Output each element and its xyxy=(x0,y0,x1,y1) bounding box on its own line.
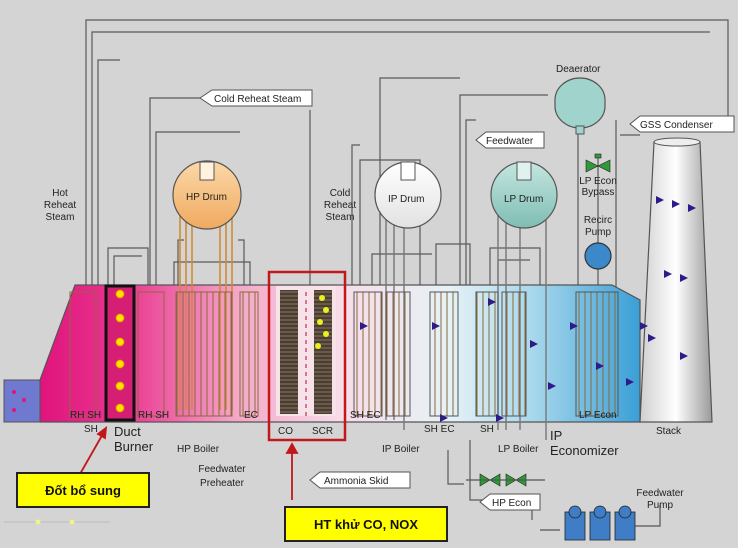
lp-boiler-label: LP Boiler xyxy=(498,444,539,455)
lp-drum xyxy=(490,161,558,229)
sh-ec-mid-label: SH EC xyxy=(350,410,381,421)
hp-drum xyxy=(172,160,242,230)
rh-sh-coil-mid xyxy=(137,291,165,417)
svg-text:Burner: Burner xyxy=(114,439,154,454)
svg-text:Feedwater: Feedwater xyxy=(636,488,684,499)
hp-drum-label: HP Drum xyxy=(186,192,227,203)
sh-coil-right xyxy=(475,291,499,417)
ammonia-skid-tag: Ammonia Skid xyxy=(309,471,411,489)
svg-text:Preheater: Preheater xyxy=(200,478,245,489)
pump-piping xyxy=(540,505,661,531)
burner-flames xyxy=(115,289,125,413)
duct-burner xyxy=(104,284,136,422)
coil-banks xyxy=(69,291,619,417)
svg-text:Ammonia Skid: Ammonia Skid xyxy=(324,476,388,487)
svg-text:Feedwater: Feedwater xyxy=(198,464,246,475)
sh-ec-right-label: SH EC xyxy=(424,424,455,435)
callout-arrows xyxy=(79,426,299,500)
svg-text:Pump: Pump xyxy=(585,227,612,238)
hp-econ-tag: HP Econ xyxy=(479,493,541,511)
ip-boiler-coil xyxy=(385,291,411,417)
lp-econ-bypass-label: LP Econ Bypass xyxy=(579,176,617,198)
gss-condenser-tag: GSS Condenser xyxy=(629,115,735,133)
duct-burner-label: Duct Burner xyxy=(114,424,154,454)
feedwater-pump-label: Feedwater Pump xyxy=(636,488,684,511)
cold-reheat-steam-tag: Cold Reheat Steam xyxy=(199,89,313,107)
hp-boiler-coil xyxy=(175,291,233,417)
svg-text:Cold: Cold xyxy=(330,188,351,199)
gas-inlet xyxy=(3,379,41,423)
co-scr-highlight-box xyxy=(267,270,347,442)
stack-label: Stack xyxy=(656,426,682,437)
feedwater-tag: Feedwater xyxy=(475,131,545,149)
svg-text:Reheat: Reheat xyxy=(324,200,356,211)
svg-text:Pump: Pump xyxy=(647,500,674,511)
rh-sh-left-label: RH SH xyxy=(70,410,101,421)
scr-catalyst xyxy=(314,290,332,414)
sh-left-label: SH xyxy=(84,424,98,435)
hot-reheat-steam-label: Hot Reheat Steam xyxy=(44,188,76,223)
feedwater-preheater-label: Feedwater Preheater xyxy=(198,464,246,489)
co-label: CO xyxy=(278,426,293,437)
scr-label: SCR xyxy=(312,426,333,437)
ip-drum-label: IP Drum xyxy=(388,194,425,205)
ip-drum xyxy=(374,161,442,229)
ip-economizer-label: IP Economizer xyxy=(550,428,619,458)
svg-text:Feedwater: Feedwater xyxy=(486,136,534,147)
sh-ec-coil-mid xyxy=(353,291,383,417)
feedwater-pumps xyxy=(564,505,636,541)
svg-text:Bypass: Bypass xyxy=(582,187,615,198)
ec-coil xyxy=(239,291,259,417)
svg-text:Economizer: Economizer xyxy=(550,443,619,458)
lp-econ-label: LP Econ xyxy=(579,410,617,421)
supplementary-firing-callout: Đốt bổ sung xyxy=(16,472,150,508)
recirc-pump-label: Recirc Pump xyxy=(584,215,612,238)
deaerator-tank xyxy=(554,77,606,135)
co-nox-removal-callout: HT khử CO, NOX xyxy=(284,506,448,542)
svg-text:Reheat: Reheat xyxy=(44,200,76,211)
hp-boiler-label: HP Boiler xyxy=(177,444,220,455)
cold-reheat-steam-label: Cold Reheat Steam xyxy=(324,188,356,223)
svg-text:Cold Reheat Steam: Cold Reheat Steam xyxy=(214,94,301,105)
lp-drum-label: LP Drum xyxy=(504,194,543,205)
ammonia-injection-points xyxy=(315,295,329,349)
svg-text:HP Econ: HP Econ xyxy=(492,498,531,509)
svg-text:Hot: Hot xyxy=(52,188,68,199)
lp-boiler-coil xyxy=(501,291,527,417)
stack-top xyxy=(653,137,701,147)
ip-boiler-label: IP Boiler xyxy=(382,444,420,455)
svg-text:Duct: Duct xyxy=(114,424,141,439)
lp-econ-bypass-valve xyxy=(585,153,611,173)
ec-left-label: EC xyxy=(244,410,258,421)
sh-ec-coil-right xyxy=(429,291,459,417)
deaerator-label: Deaerator xyxy=(556,64,601,75)
svg-text:IP: IP xyxy=(550,428,562,443)
svg-text:LP Econ: LP Econ xyxy=(579,176,617,187)
rh-sh-coil-left xyxy=(69,291,97,417)
sh-right-label: SH xyxy=(480,424,494,435)
rh-sh-mid-label: RH SH xyxy=(138,410,169,421)
recirc-pump-symbol xyxy=(584,242,612,270)
gas-flow-arrows xyxy=(360,196,696,422)
svg-text:GSS Condenser: GSS Condenser xyxy=(640,120,713,131)
co-catalyst xyxy=(280,290,298,414)
inlet-gas-markers xyxy=(12,390,26,412)
svg-text:Recirc: Recirc xyxy=(584,215,612,226)
svg-text:Steam: Steam xyxy=(326,212,355,223)
svg-text:Steam: Steam xyxy=(46,212,75,223)
bottom-line-markers xyxy=(35,519,75,525)
lp-econ-coil xyxy=(575,291,619,417)
